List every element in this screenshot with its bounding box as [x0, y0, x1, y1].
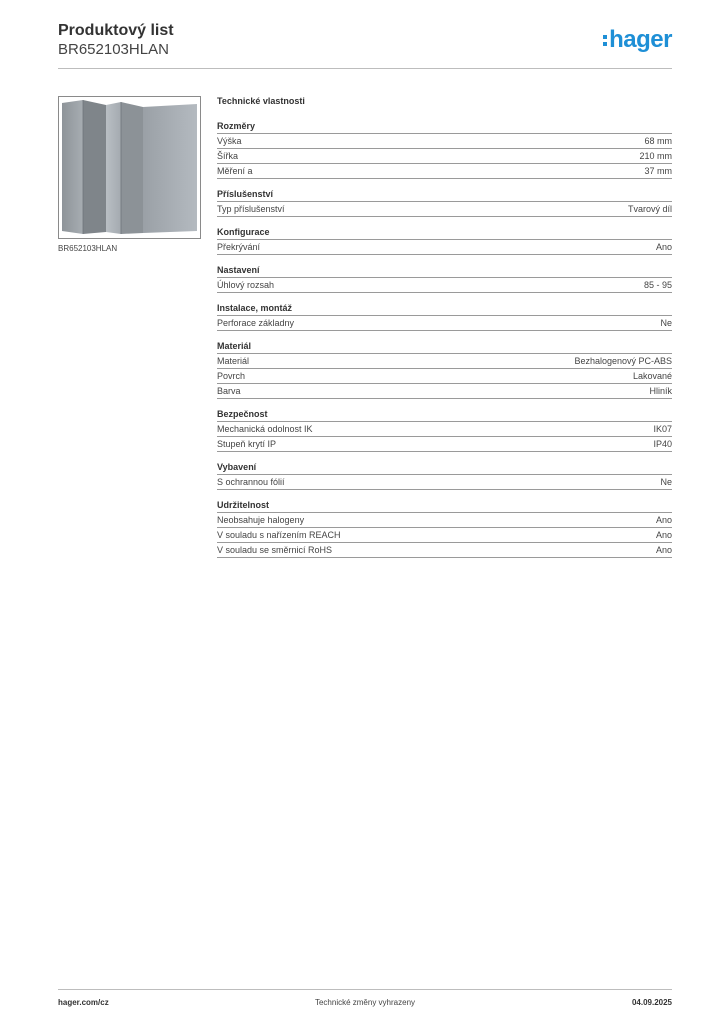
spec-value: Ano: [655, 515, 672, 525]
spec-value: IP40: [653, 439, 672, 449]
spec-section-title: Nastavení: [217, 264, 672, 278]
spec-section-title: Bezpečnost: [217, 408, 672, 422]
spec-row: Výška 68 mm: [217, 134, 672, 149]
product-corner-piece-image: [62, 100, 197, 234]
spec-row: Neobsahuje halogeny Ano: [217, 513, 672, 528]
spec-row: Šířka 210 mm: [217, 149, 672, 164]
spec-value: IK07: [653, 424, 672, 434]
spec-label: Mechanická odolnost IK: [217, 424, 313, 434]
footer-divider: [58, 989, 672, 990]
spec-section-title: Rozměry: [217, 120, 672, 134]
hager-logo: hager: [603, 26, 672, 54]
document-title: Produktový list: [58, 22, 174, 39]
spec-section-title: Vybavení: [217, 461, 672, 475]
spec-label: Úhlový rozsah: [217, 280, 275, 290]
product-code: BR652103HLAN: [58, 41, 169, 58]
spec-value: 210 mm: [639, 151, 672, 161]
spec-value: 68 mm: [644, 136, 672, 146]
spec-value: Ano: [655, 545, 672, 555]
spec-row: Stupeň krytí IP IP40: [217, 437, 672, 452]
spec-value: Hliník: [649, 386, 672, 396]
spec-value: Bezhalogenový PC-ABS: [574, 356, 672, 366]
product-image: [58, 96, 201, 239]
header-divider: [58, 68, 672, 69]
logo-text: hager: [609, 26, 672, 53]
spec-row: S ochrannou fólií Ne: [217, 475, 672, 490]
spec-value: Ano: [655, 530, 672, 540]
spec-row: Perforace základny Ne: [217, 316, 672, 331]
spec-label: Šířka: [217, 151, 239, 161]
spec-value: 85 - 95: [643, 280, 672, 290]
spec-label: Materiál: [217, 356, 250, 366]
spec-row: Mechanická odolnost IK IK07: [217, 422, 672, 437]
spec-row: V souladu s nařízením REACH Ano: [217, 528, 672, 543]
footer-date: 04.09.2025: [631, 998, 672, 1007]
spec-value: Ano: [655, 242, 672, 252]
spec-row: Materiál Bezhalogenový PC-ABS: [217, 354, 672, 369]
spec-section-title: Instalace, montáž: [217, 302, 672, 316]
spec-value: Tvarový díl: [627, 204, 672, 214]
spec-value: 37 mm: [644, 166, 672, 176]
spec-label: Neobsahuje halogeny: [217, 515, 305, 525]
spec-label: Povrch: [217, 371, 246, 381]
spec-label: Měření a: [217, 166, 253, 176]
spec-section-title: Udržitelnost: [217, 499, 672, 513]
spec-label: V souladu s nařízením REACH: [217, 530, 341, 540]
spec-row: V souladu se směrnicí RoHS Ano: [217, 543, 672, 558]
spec-row: Povrch Lakované: [217, 369, 672, 384]
page-header: Produktový list BR652103HLAN hager: [58, 22, 672, 70]
spec-label: Typ příslušenství: [217, 204, 285, 214]
image-caption: BR652103HLAN: [58, 244, 118, 253]
spec-section: Vybavení S ochrannou fólií Ne: [217, 461, 672, 490]
spec-row: Překrývání Ano: [217, 240, 672, 255]
spec-value: Ne: [660, 477, 672, 487]
specs-heading: Technické vlastnosti: [217, 96, 305, 106]
spec-row: Typ příslušenství Tvarový díl: [217, 202, 672, 217]
spec-value: Lakované: [632, 371, 672, 381]
spec-value: Ne: [660, 318, 672, 328]
logo-dots-icon: [603, 34, 608, 46]
spec-section-title: Příslušenství: [217, 188, 672, 202]
spec-label: V souladu se směrnicí RoHS: [217, 545, 333, 555]
spec-section-title: Konfigurace: [217, 226, 672, 240]
spec-label: Překrývání: [217, 242, 261, 252]
spec-row: Úhlový rozsah 85 - 95: [217, 278, 672, 293]
spec-label: Barva: [217, 386, 241, 396]
spec-label: Stupeň krytí IP: [217, 439, 277, 449]
spec-row: Barva Hliník: [217, 384, 672, 399]
spec-label: Výška: [217, 136, 242, 146]
spec-section-title: Materiál: [217, 340, 672, 354]
spec-label: S ochrannou fólií: [217, 477, 285, 487]
footer-website-link[interactable]: hager.com/cz: [58, 998, 109, 1007]
spec-label: Perforace základny: [217, 318, 295, 328]
spec-row: Měření a 37 mm: [217, 164, 672, 179]
footer-note: Technické změny vyhrazeny: [314, 998, 416, 1007]
